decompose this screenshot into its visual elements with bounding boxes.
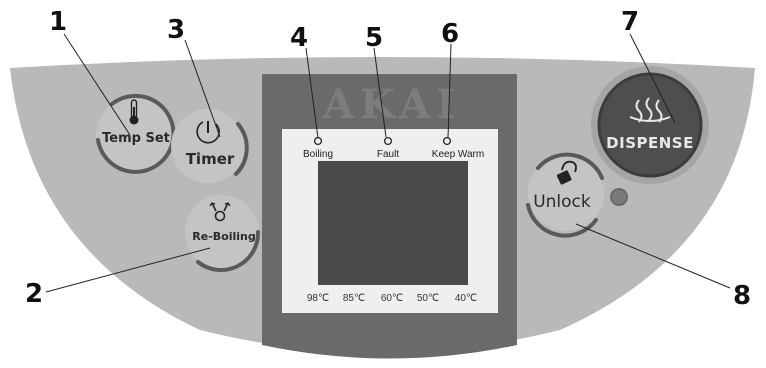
callout-7: 7 <box>621 7 639 37</box>
temp-label-98: 98℃ <box>307 293 329 304</box>
brand-logo: AKAI <box>322 81 461 128</box>
callout-4: 4 <box>290 23 308 53</box>
indicator-label-fault: Fault <box>377 149 399 160</box>
unlock-button[interactable]: Unlock <box>526 152 604 238</box>
callout-8: 8 <box>733 281 751 311</box>
temp-label-50: 50℃ <box>417 293 439 304</box>
timer-button[interactable]: Timer <box>171 109 249 183</box>
temp-set-label: Temp Set <box>102 131 170 146</box>
timer-label: Timer <box>186 150 235 168</box>
callout-1: 1 <box>49 7 67 37</box>
re-boiling-button[interactable]: Re-Boiling <box>185 195 261 273</box>
indicator-label-boiling: Boiling <box>303 149 333 160</box>
clock-icon <box>196 121 220 144</box>
callout-2: 2 <box>25 279 43 309</box>
temp-label-60: 60℃ <box>381 293 403 304</box>
unlock-label: Unlock <box>533 192 591 212</box>
lcd-screen <box>318 161 468 285</box>
temp-set-button[interactable]: Temp Set <box>96 93 176 174</box>
dispense-label: DISPENSE <box>606 134 694 152</box>
keep-warm-led <box>442 136 452 146</box>
thermometer-icon <box>129 99 139 125</box>
temp-label-40: 40℃ <box>455 293 477 304</box>
steam-icon <box>629 97 671 123</box>
unlocked-padlock-icon <box>556 160 577 185</box>
re-boiling-label: Re-Boiling <box>192 230 255 243</box>
callout-6: 6 <box>441 19 459 49</box>
callout-5: 5 <box>365 23 383 53</box>
indicator-label-keep-warm: Keep Warm <box>432 149 484 160</box>
unlock-indicator-light <box>610 188 628 206</box>
leader-lines <box>45 33 731 293</box>
temp-label-85: 85℃ <box>343 293 365 304</box>
callout-3: 3 <box>167 15 185 45</box>
reboil-icon <box>209 202 231 222</box>
fault-led <box>383 136 393 146</box>
dispense-button[interactable]: DISPENSE <box>591 66 709 184</box>
